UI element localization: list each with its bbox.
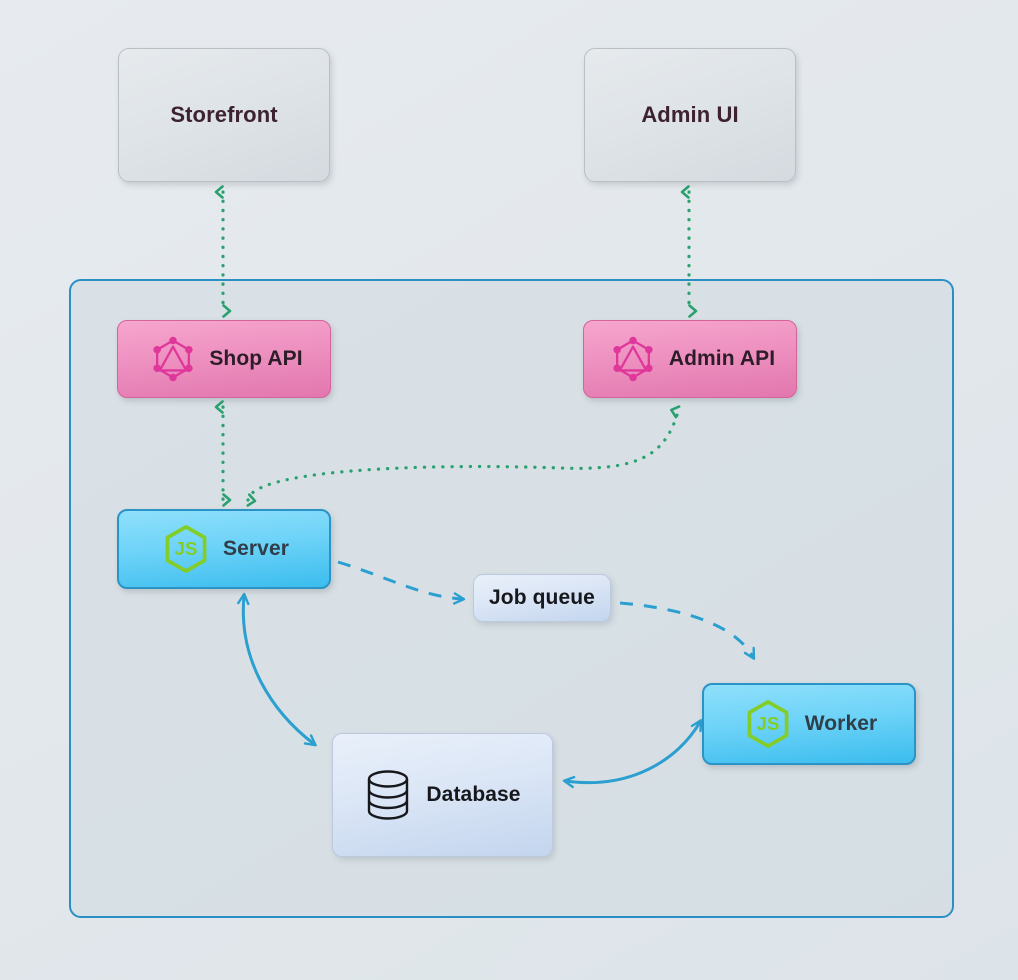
node-admin-api[interactable]: Admin API [583,320,797,398]
node-shop-api[interactable]: Shop API [117,320,331,398]
node-worker-label: Worker [804,712,878,735]
node-server-label: Server [223,537,289,560]
node-admin-api-label: Admin API [668,347,776,370]
node-shop-api-label: Shop API [209,347,303,370]
database-icon [368,770,409,820]
node-admin-ui-label: Admin UI [641,102,739,127]
node-worker[interactable]: JS Worker [702,683,916,765]
graphql-icon [613,336,653,382]
node-job-queue-label: Job queue [489,586,595,609]
graphql-icon [153,336,193,382]
node-job-queue[interactable]: Job queue [473,574,611,622]
node-database[interactable]: Database [332,733,553,857]
node-server[interactable]: JS Server [117,509,331,589]
node-database-label: Database [426,783,521,806]
node-storefront-label: Storefront [170,102,278,127]
svg-text:JS: JS [175,538,198,559]
node-storefront[interactable]: Storefront [118,48,330,182]
nodejs-icon: JS [165,525,207,573]
nodejs-icon: JS [747,700,789,748]
node-admin-ui[interactable]: Admin UI [584,48,796,182]
svg-text:JS: JS [756,713,779,734]
